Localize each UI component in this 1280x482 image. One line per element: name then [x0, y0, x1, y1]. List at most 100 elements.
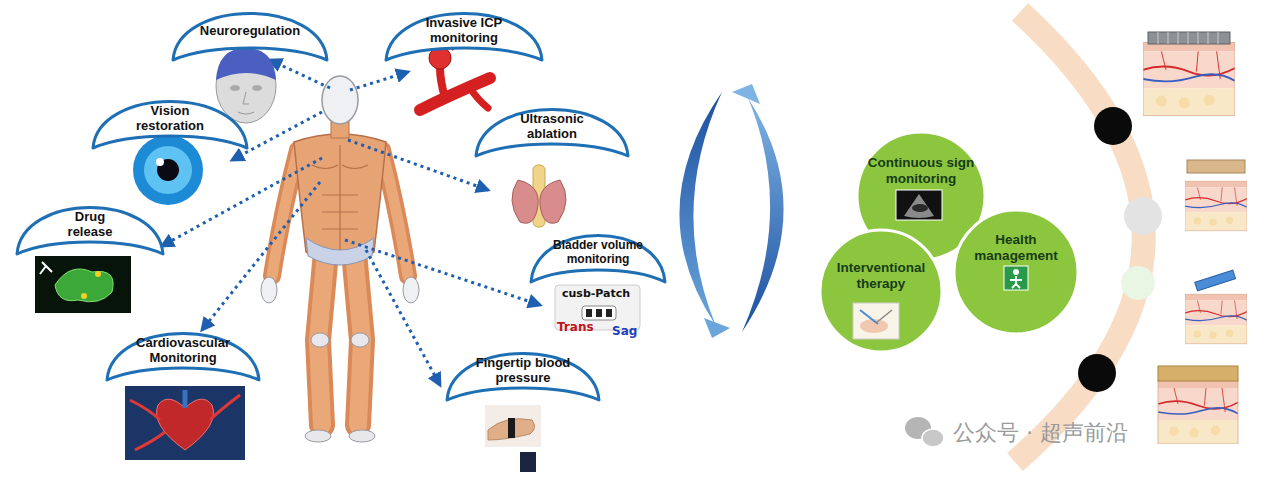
human-body-figure	[261, 277, 277, 303]
health-icon	[1004, 266, 1028, 290]
dome-outline	[107, 334, 259, 381]
skin-section-2	[1185, 181, 1247, 231]
callout-title: Vision restoration	[120, 104, 220, 134]
dotted-leader-arrows	[270, 60, 330, 88]
intervention-icon	[853, 303, 899, 339]
skin-section-1	[1143, 42, 1235, 116]
human-body-figure	[322, 76, 358, 124]
node-text-box: Interventional therapy	[826, 258, 936, 294]
skin-section-2	[1185, 160, 1247, 231]
skin-layer-arc	[1078, 354, 1116, 392]
human-body-figure	[261, 76, 419, 442]
human-body-figure	[349, 430, 375, 442]
head-model-image	[216, 49, 276, 123]
dotted-leader-arrows	[366, 250, 440, 385]
skin-section-1	[1148, 32, 1230, 44]
intervention-icon	[853, 303, 899, 339]
node-text-box: Cardiovascular Monitoring	[128, 336, 238, 366]
application-callout: Ultrasonic ablation	[473, 100, 631, 162]
dotted-leader-arrows	[350, 72, 408, 90]
skin-section-4	[1158, 366, 1238, 381]
application-callout: Fingertip blood pressure	[444, 344, 602, 406]
heart-image	[125, 386, 245, 460]
intervention-icon	[860, 319, 888, 333]
fingertip-sensor-image	[508, 418, 515, 438]
application-callout: Vision restoration	[90, 92, 250, 154]
skin-section-3	[1195, 270, 1236, 291]
blood-vessel-image	[470, 88, 488, 108]
circle-title: Health management	[966, 232, 1066, 263]
cycle-arrows	[704, 318, 730, 338]
human-body-figure	[351, 333, 369, 347]
human-body-figure	[382, 150, 408, 276]
application-callout: Neuroregulation	[170, 4, 330, 66]
skin-layer-arc	[1124, 197, 1162, 235]
wechat-icon	[905, 417, 944, 447]
application-callout: Bladder volume monitoring	[528, 226, 668, 288]
dome-outline	[173, 14, 327, 61]
dotted-leader-arrows	[202, 182, 320, 330]
human-body-figure	[382, 150, 408, 276]
ultrasound-image-icon	[896, 190, 942, 220]
skin-section-4	[1158, 366, 1238, 444]
green-circle	[820, 230, 942, 352]
bladder-patch-image	[606, 309, 612, 317]
eye-image	[144, 146, 192, 194]
ultrasound-image-icon	[904, 194, 934, 218]
health-icon	[1013, 269, 1019, 275]
skin-section-3	[1185, 294, 1247, 344]
dome-outline	[447, 354, 599, 401]
skin-section-3	[1185, 270, 1247, 344]
health-icon	[1004, 266, 1028, 290]
head-model-image	[216, 48, 276, 123]
node-text-box: Ultrasonic ablation	[502, 112, 602, 142]
cycle-arrows	[679, 84, 783, 338]
dotted-leader-arrows	[348, 140, 488, 190]
node-text-box: Health management	[966, 230, 1066, 266]
human-body-figure	[305, 430, 331, 442]
concept-circle: Interventional therapy	[818, 228, 944, 354]
callout-title: Neuroregulation	[200, 24, 300, 39]
human-body-figure	[272, 150, 298, 276]
node-text-box: Continuous sign monitoring	[863, 152, 979, 190]
node-text-box: Fingertip blood pressure	[468, 356, 578, 386]
fingertip-sensor-image	[485, 405, 541, 472]
eye-image	[157, 159, 179, 181]
bladder-patch-image	[555, 285, 640, 330]
cycle-arrows	[732, 84, 760, 104]
skin-section-2	[1187, 160, 1245, 173]
drug-release-image	[40, 262, 52, 274]
dotted-leader-arrows	[345, 240, 540, 305]
bladder-patch-image	[555, 285, 640, 330]
node-text-box: Invasive ICP monitoring	[414, 16, 514, 46]
node-text-box: Neuroregulation	[190, 16, 310, 46]
dome-outline	[386, 14, 542, 61]
ultrasound-image-icon	[912, 204, 928, 212]
bladder-patch-image	[596, 309, 602, 317]
application-callout: Invasive ICP monitoring	[383, 4, 545, 66]
drug-release-image	[35, 256, 131, 313]
fingertip-sensor-image	[488, 419, 535, 440]
skin-section-4	[1158, 380, 1238, 444]
human-body-figure	[311, 333, 329, 347]
dome-outline	[531, 236, 665, 283]
fingertip-sensor-image	[520, 452, 536, 472]
cycle-arrows	[742, 98, 784, 332]
human-body-figure	[403, 277, 419, 303]
skin-layer-arc	[1121, 266, 1155, 300]
intervention-icon	[876, 310, 892, 323]
application-callout: Drug release	[14, 198, 166, 260]
eye-image	[133, 135, 203, 205]
blood-vessel-image	[440, 68, 445, 98]
node-text-box: Drug release	[54, 210, 126, 240]
concept-circle: Health management	[952, 208, 1080, 336]
eye-image	[156, 158, 164, 166]
heart-image	[125, 386, 245, 460]
circle-title: Interventional therapy	[826, 260, 936, 291]
head-model-image	[243, 92, 249, 104]
node-outline	[952, 208, 1080, 336]
callout-title: Ultrasonic ablation	[502, 112, 602, 142]
callout-title: Drug release	[54, 210, 126, 240]
dome-outline	[476, 110, 628, 157]
